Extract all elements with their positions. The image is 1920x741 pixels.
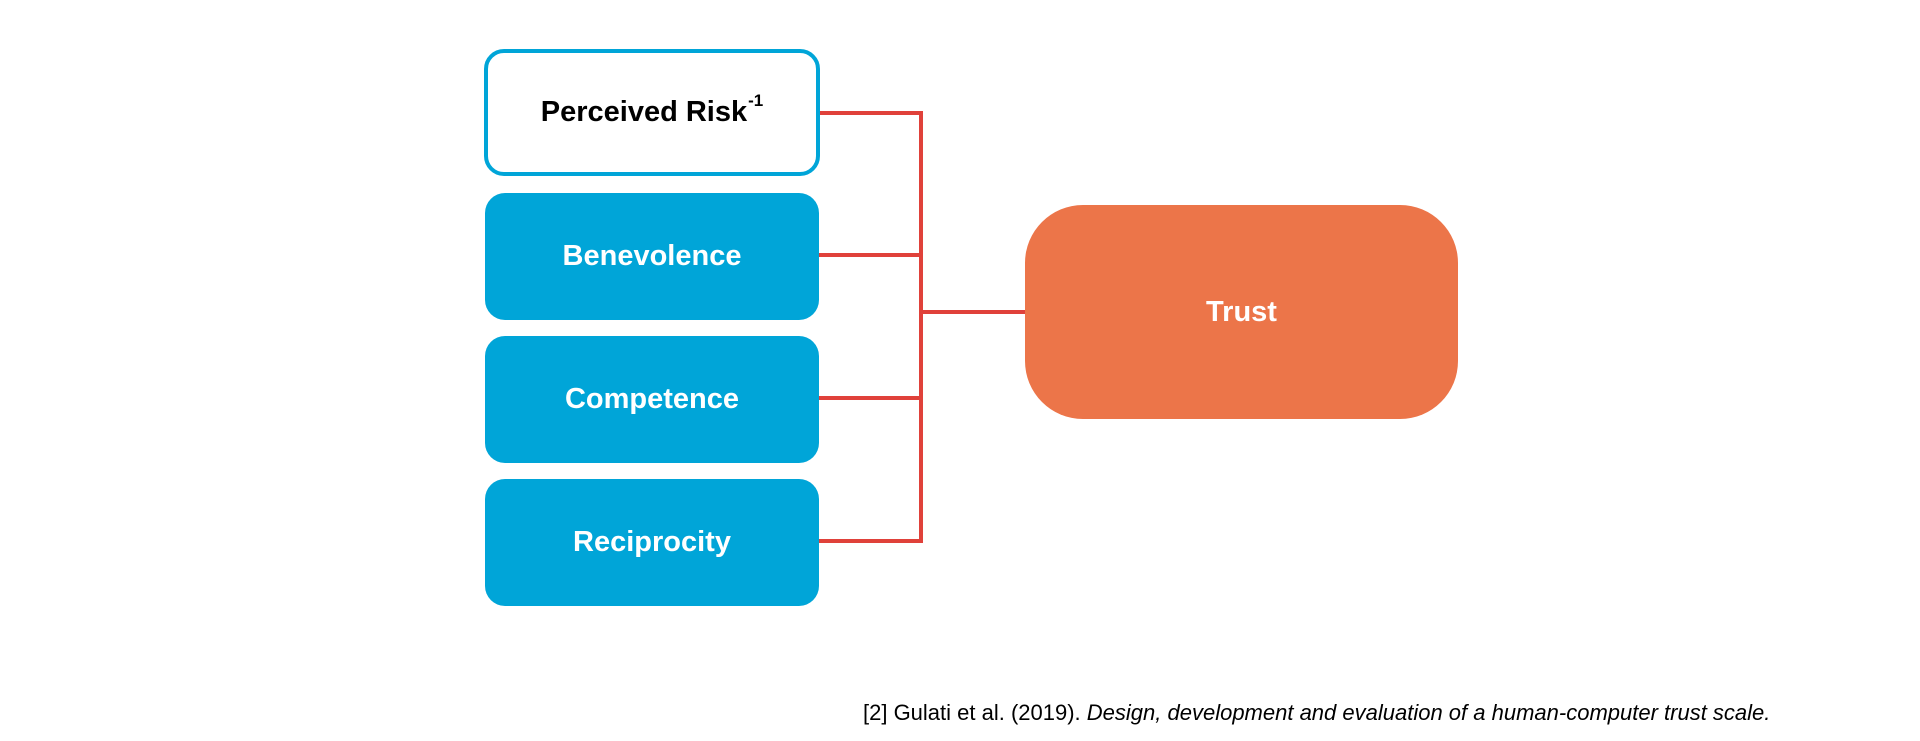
factor-benevolence: Benevolence xyxy=(485,193,819,320)
factor-superscript: -1 xyxy=(748,90,764,110)
citation-prefix: [2] Gulati et al. (2019). xyxy=(863,700,1087,725)
factor-label: Benevolence xyxy=(562,240,742,272)
factor-perceived-risk: Perceived Risk-1 xyxy=(484,49,820,176)
factor-label: Reciprocity xyxy=(573,526,731,558)
factor-competence: Competence xyxy=(485,336,819,463)
factor-label: Competence xyxy=(564,383,740,415)
factor-reciprocity: Reciprocity xyxy=(485,479,819,606)
citation: [2] Gulati et al. (2019). Design, develo… xyxy=(863,700,1770,726)
outcome-label: Trust xyxy=(1206,295,1277,328)
factor-label: Perceived Risk xyxy=(540,96,748,128)
citation-title: Design, development and evaluation of a … xyxy=(1086,700,1771,725)
outcome-trust: Trust xyxy=(1025,205,1458,419)
